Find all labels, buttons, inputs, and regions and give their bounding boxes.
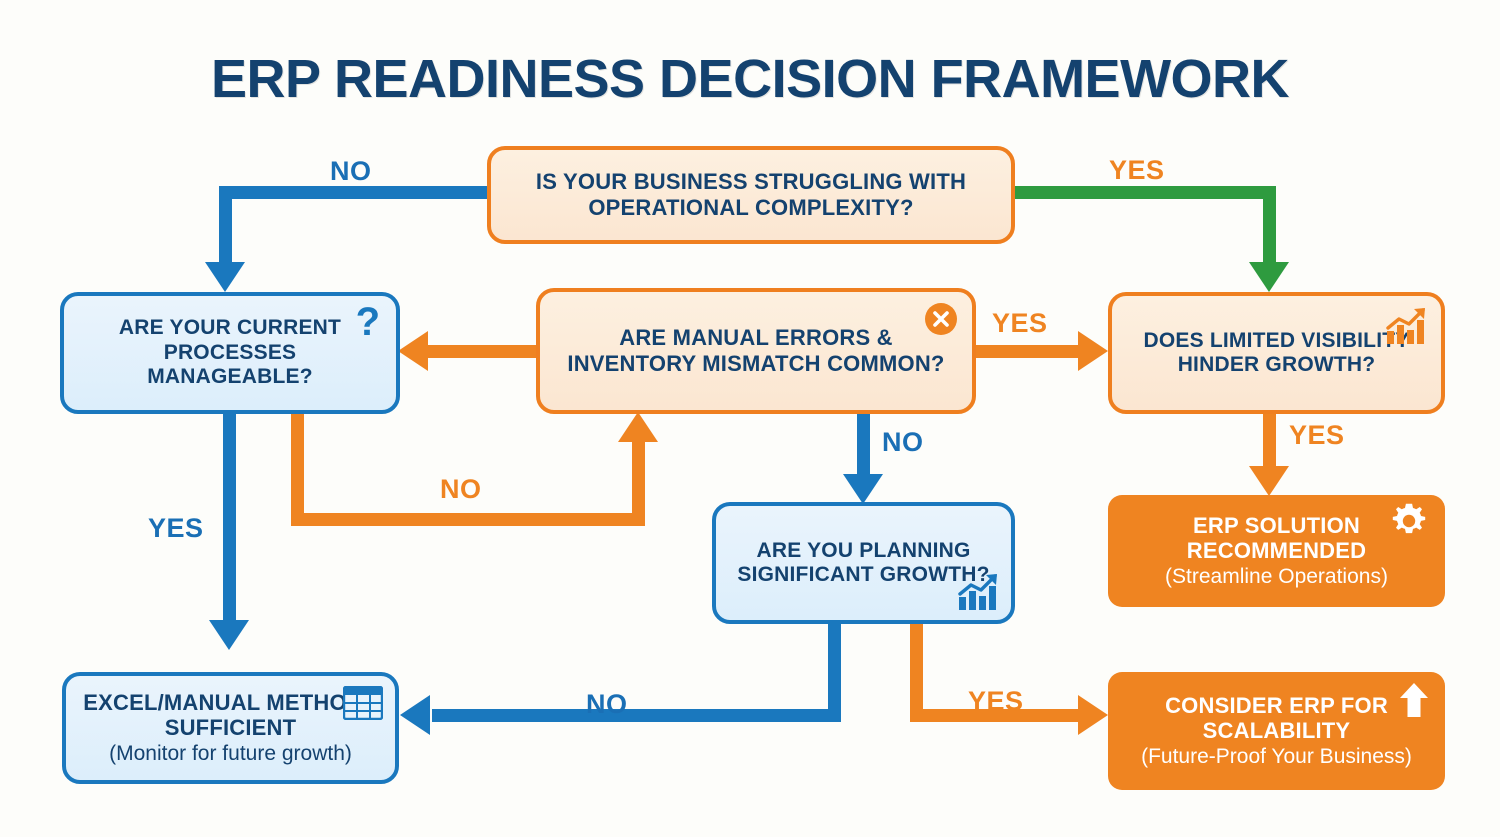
edge-growth-no-vertical xyxy=(828,618,841,722)
page-title: ERP READINESS DECISION FRAMEWORK xyxy=(210,49,1290,109)
node-erp-title: ERP SOLUTION RECOMMENDED xyxy=(1186,512,1367,564)
edge-processes-no-horizontal xyxy=(291,513,645,526)
node-start-question[interactable]: IS YOUR BUSINESS STRUGGLING WITH OPERATI… xyxy=(487,146,1015,244)
edge-errors-yes-line xyxy=(972,345,1078,358)
edge-errors-yes-arrowhead xyxy=(1078,331,1108,371)
node-consider-scalability[interactable]: CONSIDER ERP FOR SCALABILITY (Future-Pro… xyxy=(1108,672,1445,790)
node-excel-sufficient[interactable]: EXCEL/MANUAL METHODS SUFFICIENT (Monitor… xyxy=(62,672,399,784)
edge-label-start-yes: YES xyxy=(1109,155,1165,185)
node-growth-title: ARE YOU PLANNING SIGNIFICANT GROWTH? xyxy=(737,538,990,586)
edge-growth-no-horizontal xyxy=(432,709,841,722)
node-growth-question[interactable]: ARE YOU PLANNING SIGNIFICANT GROWTH? xyxy=(712,502,1015,624)
node-excel-subtitle: (Monitor for future growth) xyxy=(109,741,352,765)
node-erp-recommended[interactable]: ERP SOLUTION RECOMMENDED (Streamline Ope… xyxy=(1108,495,1445,607)
edge-start-yes-vertical xyxy=(1263,186,1276,268)
edge-growth-yes-vertical xyxy=(910,618,923,722)
edge-growth-yes-arrowhead xyxy=(1078,695,1108,735)
edge-label-growth-yes: YES xyxy=(968,686,1024,716)
node-scalability-title: CONSIDER ERP FOR SCALABILITY xyxy=(1165,692,1388,744)
edge-processes-yes-arrowhead xyxy=(209,620,249,650)
node-start-title: IS YOUR BUSINESS STRUGGLING WITH OPERATI… xyxy=(535,169,967,220)
edge-visibility-yes-vertical xyxy=(1263,410,1276,470)
edge-start-yes-arrowhead xyxy=(1249,262,1289,292)
up-arrow-icon xyxy=(1399,682,1429,718)
edge-label-processes-no: NO xyxy=(440,474,482,504)
spreadsheet-icon xyxy=(342,685,384,721)
node-visibility-title: DOES LIMITED VISIBILITY HINDER GROWTH? xyxy=(1143,328,1410,376)
edge-errors-no-arrowhead xyxy=(843,474,883,504)
edge-label-start-no: NO xyxy=(330,156,372,186)
edge-growth-yes-horizontal xyxy=(910,709,1078,722)
edge-start-no-arrowhead xyxy=(205,262,245,292)
node-scalability-subtitle: (Future-Proof Your Business) xyxy=(1141,744,1412,768)
edge-label-errors-no: NO xyxy=(882,427,924,457)
edge-label-growth-no: NO xyxy=(586,689,628,719)
edge-errors-to-processes-line xyxy=(428,345,540,358)
edge-start-yes-horizontal xyxy=(1011,186,1276,199)
edge-growth-no-arrowhead xyxy=(400,695,430,735)
edge-processes-no-arrowhead xyxy=(618,412,658,442)
x-circle-icon xyxy=(924,302,958,336)
node-errors-title: ARE MANUAL ERRORS & INVENTORY MISMATCH C… xyxy=(567,325,945,376)
node-errors-question[interactable]: ARE MANUAL ERRORS & INVENTORY MISMATCH C… xyxy=(536,288,976,414)
node-visibility-question[interactable]: DOES LIMITED VISIBILITY HINDER GROWTH? xyxy=(1108,292,1445,414)
edge-start-no-horizontal xyxy=(219,186,491,199)
node-processes-question[interactable]: ARE YOUR CURRENT PROCESSES MANAGEABLE? ? xyxy=(60,292,400,414)
gear-icon xyxy=(1391,503,1427,539)
growth-chart-icon xyxy=(957,572,1001,612)
edge-label-processes-yes: YES xyxy=(148,513,204,543)
edge-start-no-vertical xyxy=(219,186,232,268)
edge-processes-no-vertical-left xyxy=(291,408,304,526)
node-erp-subtitle: (Streamline Operations) xyxy=(1165,564,1388,588)
question-mark-icon: ? xyxy=(355,300,380,344)
edge-processes-no-vertical-right xyxy=(632,442,645,526)
edge-errors-to-processes-arrowhead xyxy=(398,331,428,371)
edge-visibility-yes-arrowhead xyxy=(1249,466,1289,496)
edge-label-errors-yes: YES xyxy=(992,308,1048,338)
node-excel-title: EXCEL/MANUAL METHODS SUFFICIENT xyxy=(83,689,378,741)
edge-processes-yes-vertical xyxy=(223,408,236,626)
growth-chart-icon xyxy=(1385,306,1429,346)
edge-label-visibility-yes: YES xyxy=(1289,420,1345,450)
node-processes-title: ARE YOUR CURRENT PROCESSES MANAGEABLE? xyxy=(118,316,342,389)
edge-errors-no-vertical xyxy=(857,410,870,480)
